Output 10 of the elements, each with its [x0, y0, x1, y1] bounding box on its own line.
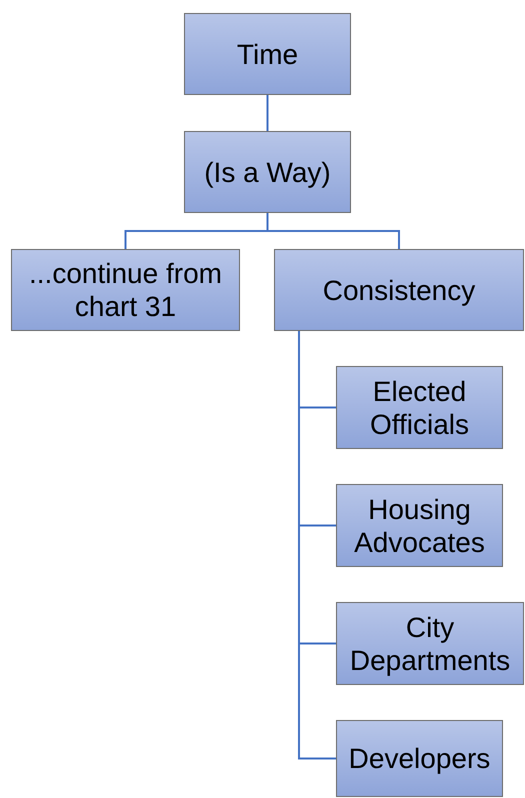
connector-line [266, 95, 268, 131]
org-chart-box: Housing Advocates [336, 484, 503, 567]
org-chart-box: Consistency [274, 249, 524, 331]
connector-line [266, 213, 400, 249]
org-chart-box: City Departments [336, 602, 524, 685]
org-chart-box: Developers [336, 720, 503, 797]
org-chart-box: ...continue from chart 31 [11, 249, 240, 331]
org-chart-box: Time [184, 13, 351, 95]
org-chart-box: Elected Officials [336, 366, 503, 449]
org-chart-box: (Is a Way) [184, 131, 351, 213]
